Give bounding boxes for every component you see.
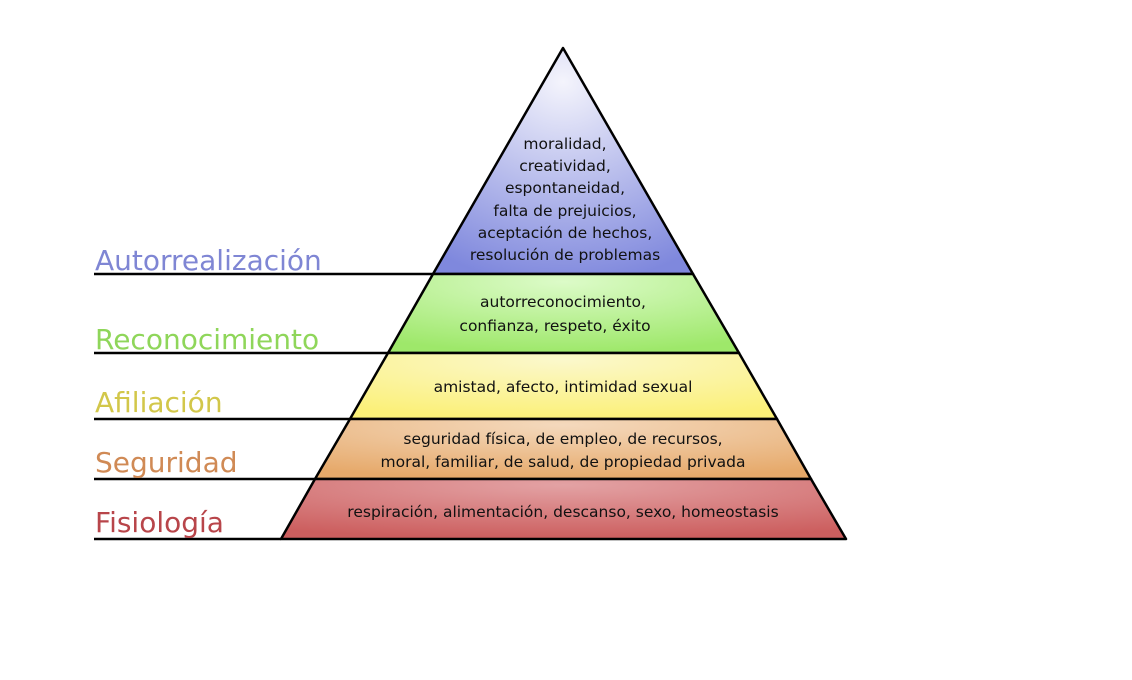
layer-text: respiración, alimentación, descanso, sex… — [347, 503, 778, 521]
layer-text: moralidad, — [523, 135, 606, 153]
layer-text: espontaneidad, — [505, 179, 625, 197]
layer-text: creatividad, — [519, 157, 611, 175]
layer-reconocimiento — [386, 272, 741, 355]
layer-fisiologia — [279, 477, 848, 541]
layer-text: moral, familiar, de salud, de propiedad … — [381, 453, 746, 471]
layer-text: falta de prejuicios, — [493, 202, 636, 220]
layer-text: seguridad física, de empleo, de recursos… — [403, 430, 722, 448]
level-label: Afiliación — [95, 386, 223, 419]
level-label: Seguridad — [95, 446, 238, 479]
level-label: Reconocimiento — [95, 323, 319, 356]
level-label: Fisiología — [95, 506, 224, 539]
layer-text: aceptación de hechos, — [478, 224, 653, 242]
layer-text: confianza, respeto, éxito — [459, 317, 650, 335]
layer-text: resolución de problemas — [470, 246, 660, 264]
layer-text: amistad, afecto, intimidad sexual — [434, 378, 693, 396]
layer-text: autorreconocimiento, — [480, 293, 646, 311]
level-label: Autorrealización — [95, 244, 322, 277]
